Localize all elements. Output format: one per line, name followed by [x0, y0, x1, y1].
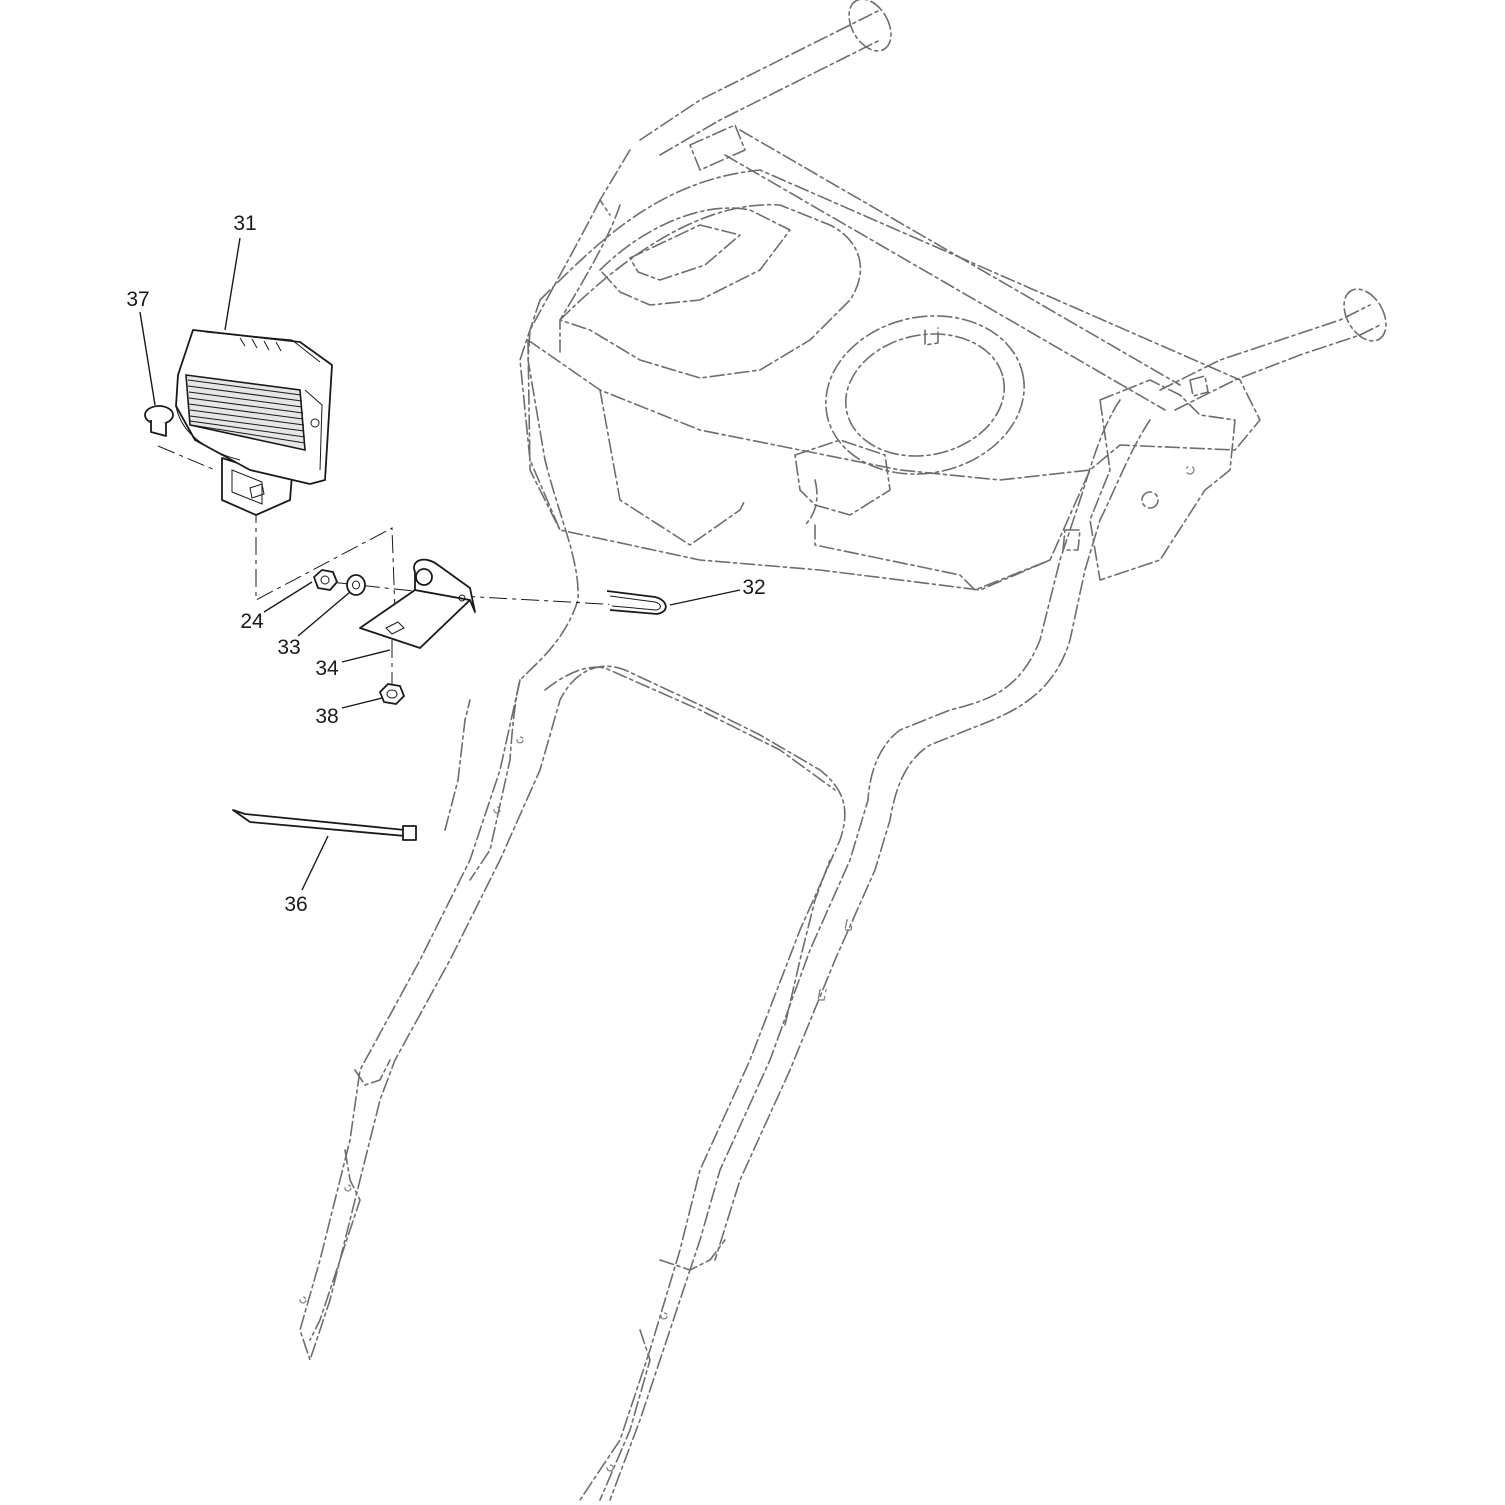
cable-tie-icon: [232, 809, 417, 841]
hex-nut-icon: [313, 569, 338, 591]
mounting-bracket-icon: [359, 558, 476, 649]
callout-31: 31: [233, 212, 256, 235]
leader-lines: [139, 237, 741, 891]
u-clip-icon: [606, 590, 667, 615]
callout-24: 24: [240, 610, 264, 633]
callout-32: 32: [742, 576, 765, 599]
callout-38: 38: [315, 705, 338, 728]
push-button-icon: [144, 405, 174, 437]
callout-36: 36: [284, 893, 307, 916]
callout-34: 34: [315, 657, 339, 680]
washer-icon: [346, 574, 366, 596]
lock-nut-icon: [379, 683, 405, 705]
callout-37: 37: [126, 288, 149, 311]
headlight-assembly-icon: [175, 329, 333, 516]
callout-33: 33: [277, 636, 300, 659]
handle-assembly-outline: [299, 0, 1387, 1501]
